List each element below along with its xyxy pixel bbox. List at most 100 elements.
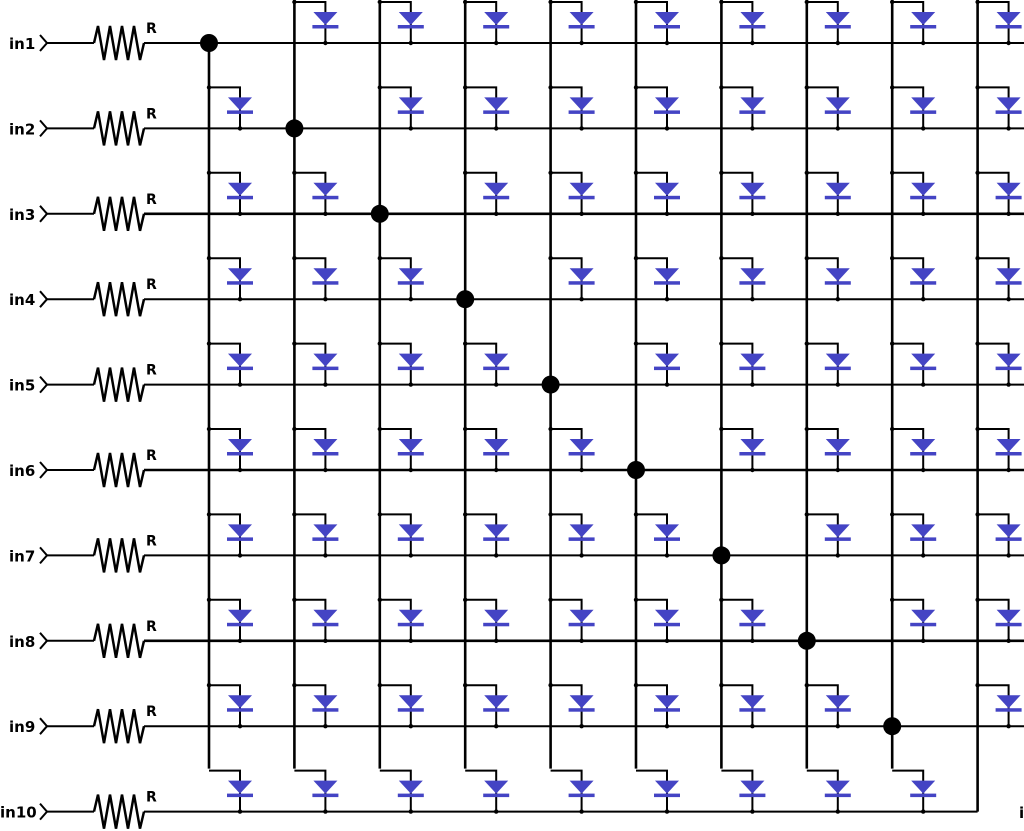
tap-dot — [323, 297, 328, 302]
diode-wire — [892, 769, 925, 812]
diode-icon — [996, 524, 1021, 538]
diode-icon — [228, 182, 252, 196]
tap-dot — [921, 40, 926, 46]
diode-bar — [739, 708, 766, 712]
diode-icon — [569, 609, 594, 623]
diode-icon — [398, 524, 423, 538]
diode-wire — [721, 86, 754, 129]
diode-icon — [484, 609, 509, 623]
diode-bar — [568, 793, 595, 798]
diode-wire — [294, 1, 327, 43]
diode-wire — [550, 86, 583, 129]
diode-bar — [739, 110, 766, 114]
junction-dot — [285, 119, 304, 138]
diode-icon — [398, 12, 423, 25]
diode-bar — [739, 195, 766, 200]
diode-icon — [313, 609, 338, 623]
diode-wire — [636, 257, 668, 300]
diode-wire — [379, 257, 412, 300]
tap-dot — [664, 297, 670, 302]
diode-wire — [465, 684, 498, 727]
diode-icon — [398, 695, 423, 709]
diode-icon — [655, 609, 679, 623]
tap-dot — [579, 724, 584, 729]
diode-icon — [740, 695, 765, 709]
diode-wire — [209, 598, 241, 641]
junction-dot — [797, 631, 816, 650]
tap-dot — [237, 724, 243, 729]
diode-icon — [228, 97, 252, 111]
diode-wire — [465, 1, 498, 43]
diode-bar — [227, 537, 253, 541]
diode-wire — [379, 86, 412, 129]
diode-bar — [910, 622, 937, 627]
diode-wire — [977, 86, 1010, 129]
tap-dot — [292, 683, 297, 688]
diode-icon — [996, 97, 1021, 111]
diode-icon — [740, 12, 765, 25]
diode-icon — [825, 12, 850, 25]
tap-dot — [921, 467, 926, 473]
diode-icon — [228, 780, 252, 794]
diode-icon — [228, 524, 252, 538]
diode-bar — [654, 366, 680, 371]
diode-bar — [824, 793, 851, 798]
tap-dot — [664, 126, 670, 131]
diode-bar — [397, 452, 424, 456]
diode-wire — [465, 342, 498, 385]
diode-bar — [568, 25, 595, 29]
diode-icon — [825, 268, 850, 282]
diode-bar — [568, 537, 595, 541]
diode-icon — [825, 695, 850, 709]
resistor-label: R — [146, 21, 157, 37]
diode-bar — [910, 793, 937, 798]
diode-bar — [483, 110, 510, 114]
diode-wire — [550, 257, 583, 300]
input-terminal-icon — [39, 717, 49, 735]
input-label: in7 — [9, 547, 35, 565]
tap-dot — [835, 382, 840, 387]
diode-bar — [483, 366, 510, 371]
tap-dot — [1006, 638, 1011, 643]
tap-dot — [494, 40, 499, 46]
resistor-label: R — [146, 704, 157, 720]
diode-icon — [655, 268, 679, 282]
diode-wire — [806, 513, 839, 556]
tap-dot — [921, 126, 926, 131]
diode-icon — [228, 268, 252, 282]
junction-dot — [627, 461, 645, 479]
diode-wire — [379, 342, 412, 385]
tap-dot — [750, 126, 755, 131]
tap-dot — [664, 553, 670, 558]
resistor-icon — [92, 452, 146, 488]
resistor-label: R — [146, 363, 157, 379]
diode-bar — [995, 537, 1022, 541]
resistor-icon — [92, 538, 146, 573]
diode-bar — [995, 708, 1022, 712]
labels: in1Rin2Rin3Rin4Rin5Rin6Rin7Rin8Rin9Rin10… — [0, 21, 157, 822]
tap-dot — [835, 126, 840, 131]
diode-icon — [996, 609, 1021, 623]
resistor-label: R — [146, 106, 157, 122]
diode-wire — [294, 513, 327, 556]
diode-icon — [825, 97, 850, 111]
diode-bar — [910, 366, 937, 371]
diode-wire — [465, 428, 498, 470]
diode-bar — [654, 25, 680, 29]
diode-bar — [483, 537, 510, 541]
tap-dot — [408, 467, 413, 473]
diode-icon — [655, 780, 679, 794]
tap-dot — [579, 126, 584, 131]
diode-wire — [209, 86, 241, 129]
diode-icon — [740, 439, 765, 452]
tap-dot — [1006, 126, 1011, 131]
diode-bar — [397, 281, 424, 285]
diode-icon — [740, 268, 765, 282]
diode-icon — [228, 695, 252, 709]
tap-dot — [921, 553, 926, 558]
diode-wire — [636, 86, 668, 129]
diode-icon — [996, 182, 1021, 196]
diode-bar — [739, 452, 766, 456]
tap-dot — [1006, 40, 1011, 46]
diode-bar — [312, 708, 339, 712]
